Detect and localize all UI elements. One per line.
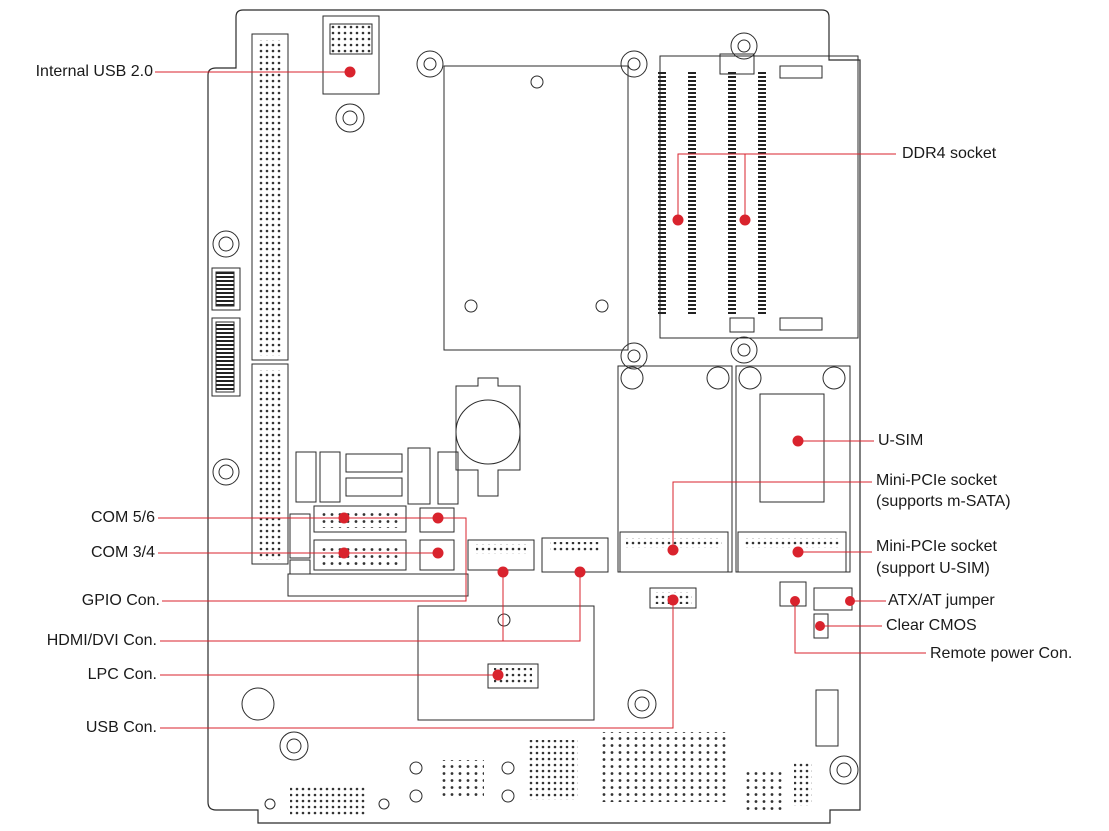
ddr4-sockets	[658, 32, 859, 364]
cpu-area	[416, 50, 648, 370]
label-remote-power: Remote power Con.	[930, 645, 1073, 662]
label-mini-pcie-usim-line1: Mini-PCIe socket	[876, 538, 997, 555]
label-internal-usb: Internal USB 2.0	[35, 63, 153, 80]
board-outline	[207, 9, 861, 824]
internal-usb-connector	[322, 15, 380, 133]
label-gpio: GPIO Con.	[81, 592, 160, 609]
label-mini-pcie-msata-line2: (supports m-SATA)	[876, 493, 1011, 510]
label-clear-cmos: Clear CMOS	[886, 617, 977, 634]
callout-lines	[155, 71, 926, 729]
battery-holder	[455, 377, 521, 497]
line-hdmi	[160, 572, 581, 642]
rear-io	[241, 687, 859, 816]
line-usb	[160, 600, 674, 729]
label-com34: COM 3/4	[90, 544, 155, 561]
line-mini-pcie-msata	[672, 481, 872, 550]
label-mini-pcie-usim-line2: (support U-SIM)	[876, 560, 990, 577]
label-lpc: LPC Con.	[87, 666, 157, 683]
label-atx-jumper: ATX/AT jumper	[888, 592, 995, 609]
label-ddr4-socket: DDR4 socket	[902, 145, 997, 162]
callout-dots	[338, 66, 855, 681]
label-mini-pcie-msata-line1: Mini-PCIe socket	[876, 472, 997, 489]
left-pin-header	[251, 33, 289, 565]
mini-pcie-sockets	[617, 365, 851, 573]
line-remote-power	[794, 601, 926, 654]
left-side-details	[211, 230, 241, 486]
label-usb: USB Con.	[85, 719, 157, 736]
label-com56: COM 5/6	[90, 509, 155, 526]
line-gpio	[162, 517, 467, 602]
line-ddr4	[677, 153, 896, 220]
lpc-area	[417, 605, 595, 721]
label-hdmi-dvi: HDMI/DVI Con.	[46, 632, 157, 649]
hdmi-dvi-connectors	[467, 537, 609, 573]
label-usim: U-SIM	[878, 432, 924, 449]
